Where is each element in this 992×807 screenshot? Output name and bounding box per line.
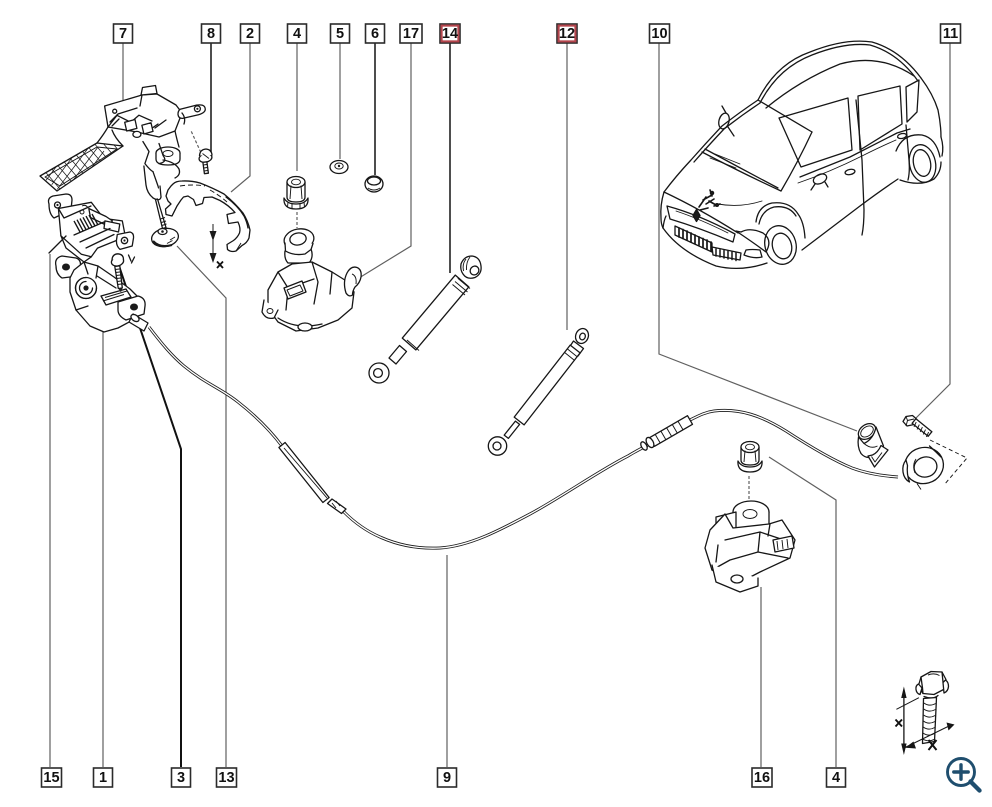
svg-text:9: 9 xyxy=(443,770,451,786)
svg-text:17: 17 xyxy=(403,26,419,42)
svg-text:10: 10 xyxy=(651,26,667,42)
svg-text:5: 5 xyxy=(336,26,344,42)
svg-text:3: 3 xyxy=(177,770,185,786)
svg-text:16: 16 xyxy=(754,770,770,786)
svg-text:4: 4 xyxy=(832,770,840,786)
svg-text:1: 1 xyxy=(99,770,107,786)
svg-text:2: 2 xyxy=(246,26,254,42)
svg-text:8: 8 xyxy=(207,26,215,42)
svg-text:6: 6 xyxy=(371,26,379,42)
svg-text:15: 15 xyxy=(43,770,59,786)
svg-text:11: 11 xyxy=(943,26,958,42)
svg-text:7: 7 xyxy=(119,26,127,42)
svg-text:4: 4 xyxy=(293,26,301,42)
svg-text:12: 12 xyxy=(559,26,575,42)
svg-text:13: 13 xyxy=(218,770,234,786)
svg-text:14: 14 xyxy=(442,26,458,42)
